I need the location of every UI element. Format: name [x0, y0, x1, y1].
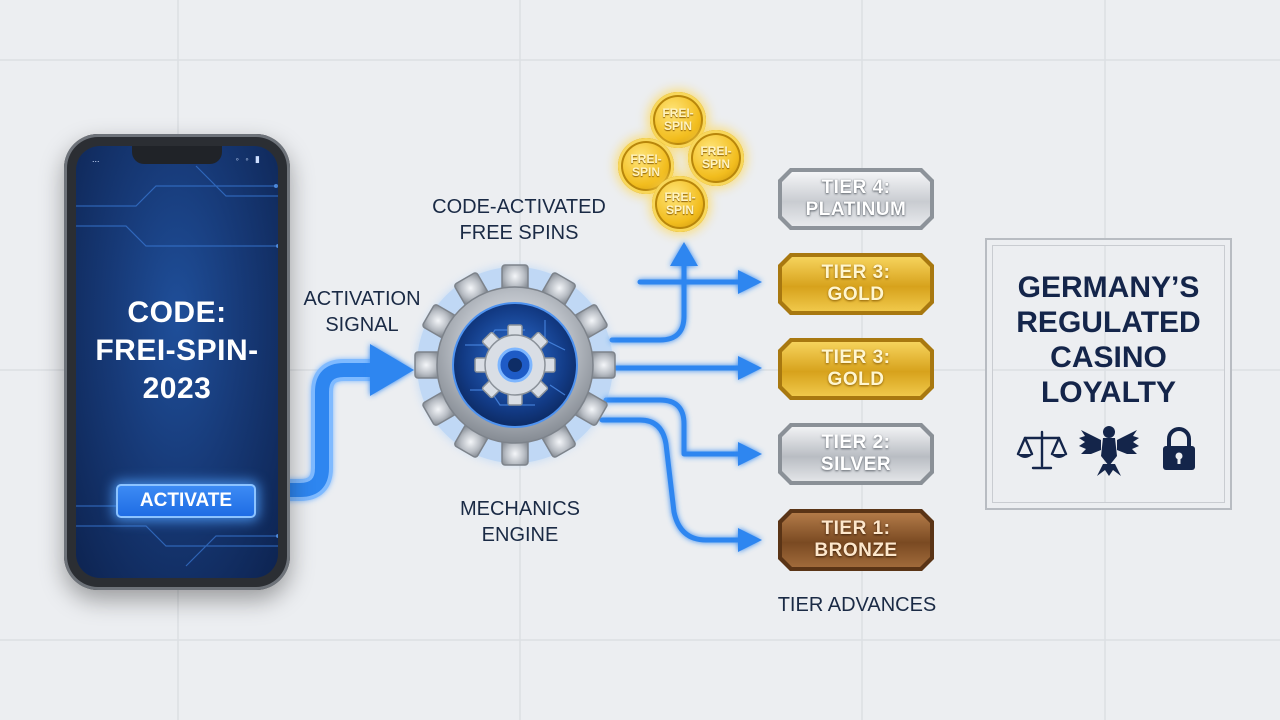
tier-badge-name: PLATINUM	[805, 199, 907, 220]
activation-arrow-head	[370, 344, 414, 396]
tier-badge-label: TIER 2:	[821, 432, 891, 453]
mechanics-engine-label-line1: MECHANICS	[459, 498, 580, 520]
regulation-panel: GERMANY’S REGULATED CASINO LOYALTY	[985, 238, 1232, 510]
tier-badge-label: TIER 4:	[821, 177, 891, 198]
regulation-title-line1: GERMANY’S	[1017, 271, 1200, 304]
activation-signal-label-line2: SIGNAL	[325, 314, 399, 336]
gear-icon	[414, 264, 616, 466]
regulation-title-line2: REGULATED	[1016, 306, 1201, 339]
smartphone: ... ◦ ◦ ▮ CODE: FREI-SPIN- 2023 ACTIVATE	[64, 134, 290, 590]
coin-text: FREI-	[700, 144, 732, 158]
eagle-icon	[1079, 426, 1139, 476]
tier-badge-bronze: TIER 1: BRONZE	[778, 509, 934, 571]
tier-advances-label: TIER ADVANCES	[777, 594, 937, 616]
tier-badge-label: TIER 3:	[821, 262, 891, 283]
tier-badge-label: TIER 3:	[821, 347, 891, 368]
promo-code-line3: 2023	[142, 372, 212, 405]
regulation-title: GERMANY’S REGULATED CASINO LOYALTY	[987, 270, 1230, 410]
regulation-title-line3: CASINO	[1050, 341, 1167, 374]
status-time: ...	[92, 154, 100, 164]
promo-code-line2: FREI-SPIN-	[95, 334, 259, 367]
activation-signal-label-line1: ACTIVATION	[303, 288, 421, 310]
tier-badge-gold: TIER 3: GOLD	[778, 253, 934, 315]
tier-badge-platinum: TIER 4: PLATINUM	[778, 168, 934, 230]
free-spins-arrow	[609, 259, 687, 343]
scales-icon	[1016, 430, 1068, 470]
tier-badge-name: GOLD	[827, 369, 885, 390]
tier-badge-name: SILVER	[820, 454, 892, 475]
promo-code-line1: CODE:	[127, 296, 227, 329]
tier-badge-label: TIER 1:	[821, 518, 891, 539]
tier-badge-name: BRONZE	[814, 540, 898, 561]
phone-notch	[132, 146, 222, 164]
tier-badge-gold: TIER 3: GOLD	[778, 338, 934, 400]
coin-text: SPIN	[631, 165, 660, 179]
coin-text: FREI-	[630, 152, 662, 166]
coin-text: SPIN	[663, 119, 692, 133]
free-spins-label-line1: CODE-ACTIVATED	[432, 196, 606, 218]
phone-screen: ... ◦ ◦ ▮ CODE: FREI-SPIN- 2023 ACTIVATE	[76, 146, 278, 578]
free-spin-coin: FREI-SPIN	[652, 176, 708, 232]
tier-badge-name: GOLD	[827, 284, 885, 305]
free-spins-label: CODE-ACTIVATED FREE SPINS	[414, 194, 624, 246]
tier2-arrow	[603, 397, 743, 457]
coin-text: FREI-	[664, 190, 696, 204]
coin-text: SPIN	[701, 157, 730, 171]
tier-badge-silver: TIER 2: SILVER	[778, 423, 934, 485]
free-spin-coin: FREI-SPIN	[688, 130, 744, 186]
activation-signal-label: ACTIVATION SIGNAL	[292, 286, 432, 338]
regulation-title-line4: LOYALTY	[1040, 376, 1176, 409]
lock-icon	[1163, 427, 1195, 470]
status-icons: ◦ ◦ ▮	[235, 154, 262, 164]
coin-text: FREI-	[662, 106, 694, 120]
promo-code: CODE: FREI-SPIN- 2023	[76, 294, 278, 408]
free-spins-label-line2: FREE SPINS	[459, 222, 579, 244]
regulation-icons	[1011, 422, 1206, 482]
mechanics-engine-label-line2: ENGINE	[481, 524, 559, 546]
activate-button[interactable]: ACTIVATE	[116, 484, 256, 518]
mechanics-engine-label: MECHANICS ENGINE	[440, 496, 600, 548]
coin-text: SPIN	[665, 203, 694, 217]
tier1-arrow	[599, 417, 743, 543]
